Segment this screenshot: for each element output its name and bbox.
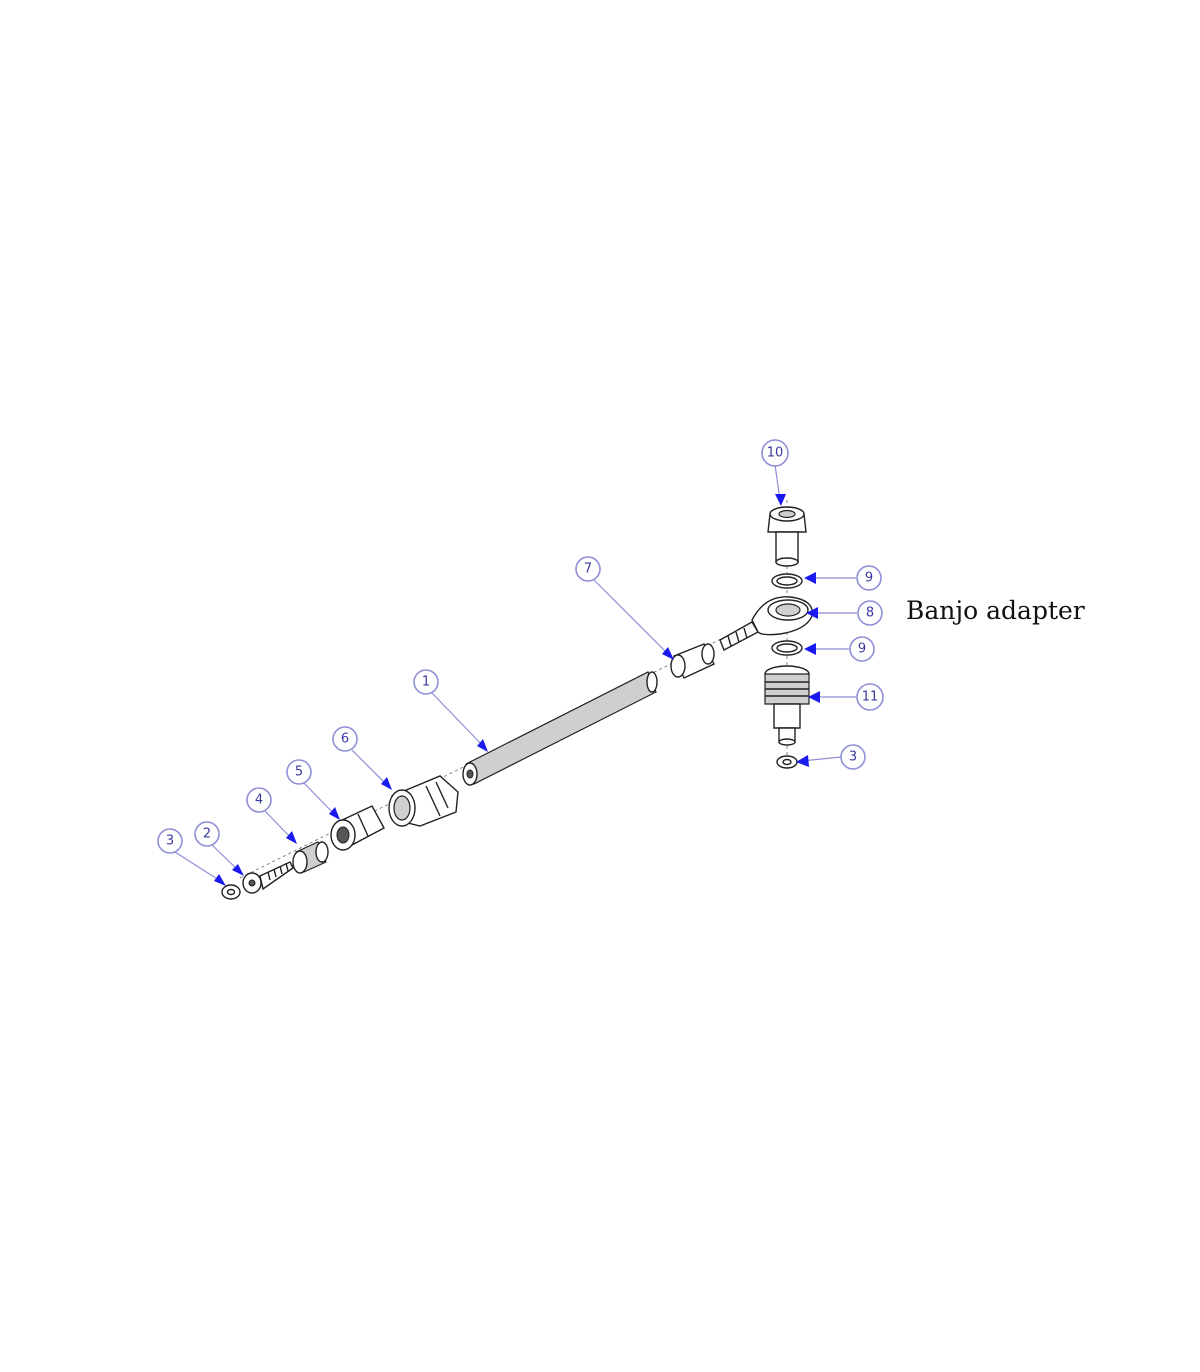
callout-1-label: 1 — [422, 675, 430, 690]
callout-11: 11 — [856, 683, 884, 711]
callout-5: 5 — [286, 759, 312, 785]
banjo-adapter-label: Banjo adapter — [906, 596, 1085, 625]
callout-8: 8 — [857, 600, 883, 626]
callout-3-left: 3 — [157, 828, 183, 854]
callout-10-label: 10 — [767, 446, 784, 461]
callout-3-right-label: 3 — [849, 750, 857, 765]
part-sleeve — [670, 643, 715, 679]
part-barb-bolt — [242, 861, 294, 894]
leader-lines — [174, 464, 857, 886]
part-banjo — [719, 596, 814, 651]
callout-7-label: 7 — [584, 562, 592, 577]
part-washer-lower — [771, 640, 803, 656]
callout-6: 6 — [332, 726, 358, 752]
callout-7: 7 — [575, 556, 601, 582]
callout-9-lower: 9 — [849, 636, 875, 662]
part-banjo-bolt — [767, 506, 807, 567]
callout-9-upper-label: 9 — [865, 571, 873, 586]
callout-8-label: 8 — [866, 606, 874, 621]
callout-3-right: 3 — [840, 744, 866, 770]
part-washer-upper — [771, 573, 803, 589]
callout-4-label: 4 — [255, 793, 263, 808]
part-washer-left — [221, 884, 241, 900]
callout-4: 4 — [246, 787, 272, 813]
callout-9-lower-label: 9 — [858, 642, 866, 657]
callout-5-label: 5 — [295, 765, 303, 780]
callout-11-label: 11 — [862, 690, 879, 705]
part-hex-nut — [330, 805, 385, 851]
callout-2: 2 — [194, 821, 220, 847]
callout-9-upper: 9 — [856, 565, 882, 591]
callout-3-left-label: 3 — [166, 834, 174, 849]
part-washer-lower-right — [776, 755, 798, 769]
part-threaded-adapter — [764, 665, 810, 746]
callout-6-label: 6 — [341, 732, 349, 747]
part-olive — [292, 841, 329, 874]
part-fitting-body — [388, 775, 459, 827]
callout-1: 1 — [413, 669, 439, 695]
callout-10: 10 — [761, 439, 789, 467]
part-hose — [462, 671, 658, 786]
callout-2-label: 2 — [203, 827, 211, 842]
